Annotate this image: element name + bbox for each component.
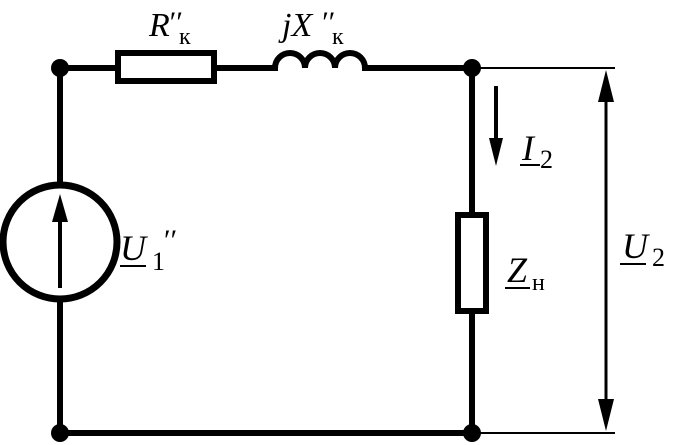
label-voltage-sub: 2 [652,243,665,272]
source-arrow-head [52,194,68,222]
resistor-rk [115,50,217,84]
label-current-sub: 2 [540,145,553,174]
label-source-prime: ′′ [164,224,177,257]
label-reactance-sub: к [332,24,344,50]
inductor-xk [271,50,369,72]
node-top-left [51,59,69,77]
current-arrow [489,86,503,166]
nodes [51,59,481,442]
load-impedance [455,212,489,314]
label-source-sub: 1 [152,247,165,276]
label-resistor: R′′ [148,6,183,44]
label-voltage: U [622,226,650,266]
node-bottom-right [463,424,481,442]
label-source: U [120,228,148,268]
current-arrow-head [489,138,503,166]
label-reactance: jX′′ [278,6,335,44]
label-load: Z [507,250,528,290]
node-bottom-left [51,424,69,442]
voltage-source-u1 [0,181,121,303]
label-resistor-sub: к [179,24,191,50]
wires [57,65,475,436]
label-current: I [521,128,536,168]
label-load-sub: н [532,270,545,296]
voltage-arrow-head-bottom [598,399,614,431]
node-top-right [463,59,481,77]
voltage-arrow [598,70,614,431]
voltage-arrow-head-top [598,70,614,102]
output-terminals [472,67,615,434]
